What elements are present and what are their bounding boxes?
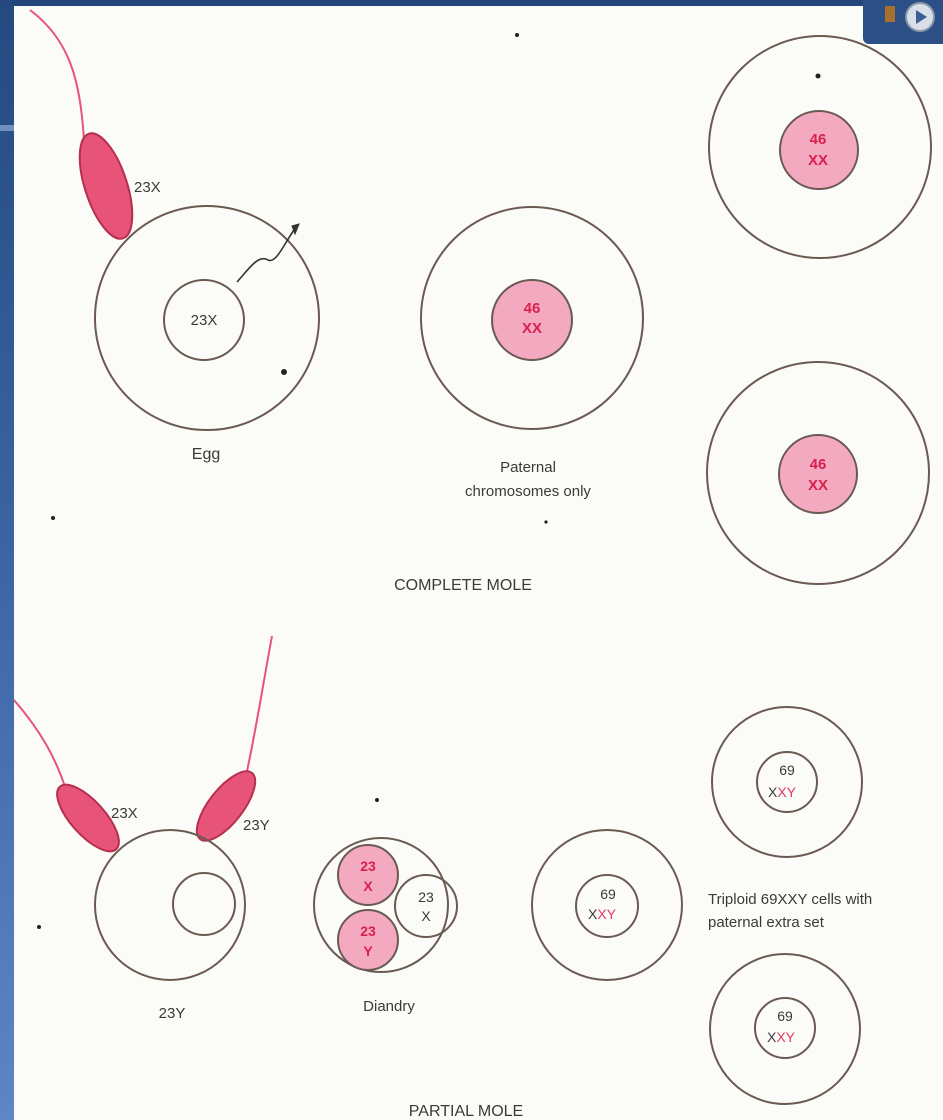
label-69-bottom: 69 — [777, 1008, 793, 1024]
label-top-46: 46 — [810, 131, 827, 148]
label-maternal-23: 23 — [418, 889, 434, 905]
title-complete-mole: COMPLETE MOLE — [394, 577, 532, 594]
bookmark-icon — [885, 6, 895, 22]
sperm-tail-y — [246, 636, 272, 776]
cell-triploid-middle — [532, 830, 682, 980]
slide-nav-badge — [863, 0, 943, 44]
label-egg: Egg — [192, 446, 220, 463]
label-maternal-x: X — [421, 908, 431, 924]
egg-partial — [95, 830, 245, 980]
label-diandry: Diandry — [363, 998, 415, 1015]
sperm-head-complete — [69, 127, 143, 245]
label-xxy-middle: XXY — [588, 906, 617, 922]
label-diandry-x: X — [363, 878, 373, 894]
nucleus-46xx-bottom — [779, 435, 857, 513]
label-diandry-y-23: 23 — [360, 923, 376, 939]
label-diandry-y: Y — [363, 943, 373, 959]
egg-partial-nucleus — [173, 873, 235, 935]
label-sperm-23x: 23X — [134, 179, 161, 196]
label-69-top: 69 — [779, 762, 795, 778]
label-bottom-xx: XX — [808, 477, 828, 494]
label-middle-46: 46 — [524, 300, 541, 317]
cell-triploid-top — [712, 707, 862, 857]
label-xxy-bottom: XXY — [767, 1029, 796, 1045]
label-69-middle: 69 — [600, 886, 616, 902]
nucleus-triploid-bottom — [755, 998, 815, 1058]
label-diandry-x-23: 23 — [360, 858, 376, 874]
nucleus-paternal-y — [338, 910, 398, 970]
sperm-tail-x — [14, 700, 66, 790]
caption-triploid-line1: Triploid 69XXY cells with — [708, 891, 872, 908]
label-egg-23y: 23Y — [159, 1005, 186, 1022]
sperm-tail-complete — [30, 10, 84, 140]
label-xxy-top: XXY — [768, 784, 797, 800]
nucleus-paternal-x — [338, 845, 398, 905]
label-middle-xx: XX — [522, 320, 542, 337]
title-partial-mole: PARTIAL MOLE — [409, 1103, 523, 1120]
label-bottom-46: 46 — [810, 456, 827, 473]
label-top-xx: XX — [808, 152, 828, 169]
caption-chromosomes-only: chromosomes only — [465, 483, 591, 500]
label-sperm-right-23y: 23Y — [243, 817, 270, 834]
label-egg-nucleus: 23X — [191, 312, 218, 329]
nucleus-triploid-top — [757, 752, 817, 812]
nucleus-46xx-top — [780, 111, 858, 189]
play-icon[interactable] — [905, 2, 935, 32]
caption-paternal: Paternal — [500, 459, 556, 476]
caption-triploid-line2: paternal extra set — [708, 914, 825, 931]
label-sperm-left-23x: 23X — [111, 805, 138, 822]
